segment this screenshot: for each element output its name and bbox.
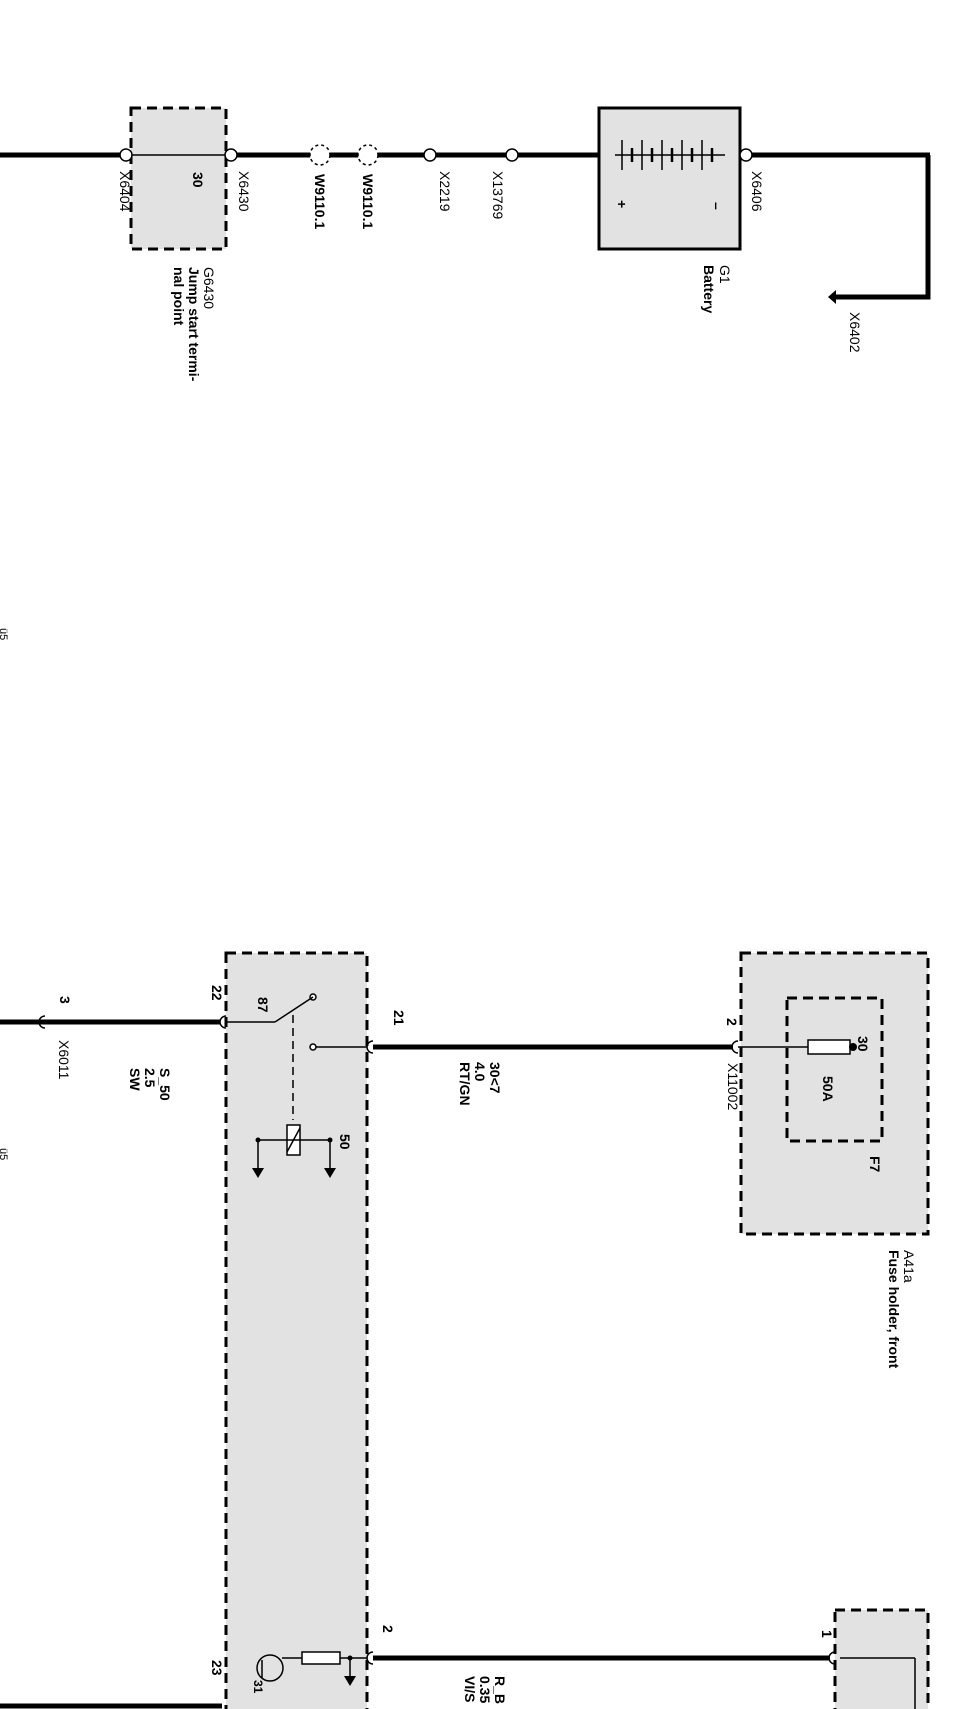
ground-icon (828, 290, 836, 304)
g6430-pin-label: 30 (190, 172, 206, 188)
wire-30-7-signal: 30<7 (487, 1062, 503, 1094)
starter-relay-module: 21 22 87 50 2 23 (209, 951, 407, 1709)
fuse-out-pin: 2 (724, 1018, 740, 1026)
fuse-icon (807, 1039, 851, 1055)
f7-inner-box (785, 996, 884, 1143)
wire-rb-signal: R_B (492, 1676, 508, 1704)
battery-cells-icon (615, 140, 725, 170)
w9110-label-1: W9110.1 (312, 174, 328, 229)
jump-start-terminal: 30 X6404 X6430 G6430 Jump start termi- n… (117, 106, 252, 382)
w9110-splices: W9110.1 W9110.1 (309, 144, 379, 229)
bottom-circuit: 30 50A F7 A41a Fuse holder, front 2 X110… (0, 951, 930, 1709)
x6011-pin: 3 (57, 996, 73, 1004)
top-circuit: 30 X6404 X6430 G6430 Jump start termi- n… (0, 106, 931, 640)
g1-id: G1 (717, 265, 733, 284)
relay-switch-contact (274, 996, 314, 1023)
battery-box (597, 106, 742, 251)
relay-pin-2: 2 (380, 1625, 396, 1633)
wire-s50-signal: S_50 (157, 1068, 173, 1101)
relay-pin-23: 23 (209, 1660, 225, 1676)
ground-arrow-icon (252, 1168, 264, 1178)
wire-rb-color: VI/S (462, 1676, 478, 1702)
x6011-label: X6011 (56, 1040, 72, 1080)
relay-pin-22: 22 (209, 985, 225, 1001)
x2219-label: X2219 (437, 171, 453, 212)
page-ref-1: ü5 (0, 628, 9, 640)
fuse-pin-30: 30 (855, 1036, 871, 1052)
g6430-box (129, 106, 228, 251)
x2219-pin (423, 148, 437, 162)
x11002-label: X11002 (725, 1063, 741, 1110)
g6430-id: G6430 (201, 267, 217, 309)
x13769-label: X13769 (490, 171, 506, 219)
wire-30-7-size: 4.0 (472, 1062, 488, 1082)
w9110-label-2: W9110.1 (360, 174, 376, 229)
relay-pin-21: 21 (391, 1010, 407, 1026)
x6402-label: X6402 (847, 312, 863, 353)
x6430-label: X6430 (236, 171, 252, 212)
g6430-desc-2: nal point (171, 267, 187, 326)
fuse-rating: 50A (820, 1076, 836, 1102)
a41a-desc: Fuse holder, front (886, 1250, 902, 1369)
relay-pin-31: 31 (251, 1680, 265, 1694)
fuse-id: F7 (867, 1156, 883, 1173)
x6404-label: X6404 (117, 171, 133, 212)
wire-rb-size: 0.35 (477, 1676, 493, 1703)
x6430-pin (224, 148, 238, 162)
g1-desc: Battery (701, 265, 717, 313)
fuse-holder: 30 50A F7 A41a Fuse holder, front 2 X110… (724, 951, 930, 1369)
battery-plus-sign: + (614, 200, 630, 208)
x6011-connector (38, 1015, 46, 1029)
right-bottom-component-box (833, 1608, 930, 1709)
relay-pin-87: 87 (255, 997, 271, 1013)
ground-wire (836, 155, 931, 300)
transistor-icon (256, 1654, 284, 1682)
a41a-box (739, 951, 930, 1236)
a41a-id: A41a (901, 1250, 917, 1283)
g6430-desc-1: Jump start termi- (186, 267, 202, 382)
relay-module-box (224, 951, 369, 1709)
relay-pin-50: 50 (337, 1134, 353, 1150)
ground-arrow-icon (324, 1168, 336, 1178)
ground-arrow-icon (344, 1676, 356, 1686)
page-ref-2: ü5 (0, 1148, 9, 1160)
right-box-pin-1: 1 (819, 1630, 835, 1638)
x13769-pin (505, 148, 519, 162)
x6406-pin (739, 148, 753, 162)
x6406-label: X6406 (749, 171, 765, 212)
wire-30-7-color: RT/GN (457, 1062, 473, 1106)
resistor-icon (301, 1651, 341, 1665)
w9110-splice-2 (357, 144, 379, 166)
w9110-splice-1 (309, 144, 331, 166)
battery: + – X6406 G1 Battery (597, 106, 765, 313)
battery-minus-sign: – (709, 202, 725, 210)
wire-s50-color: SW (127, 1068, 143, 1091)
x6404-pin (119, 148, 133, 162)
wire-s50-size: 2.5 (142, 1068, 158, 1088)
